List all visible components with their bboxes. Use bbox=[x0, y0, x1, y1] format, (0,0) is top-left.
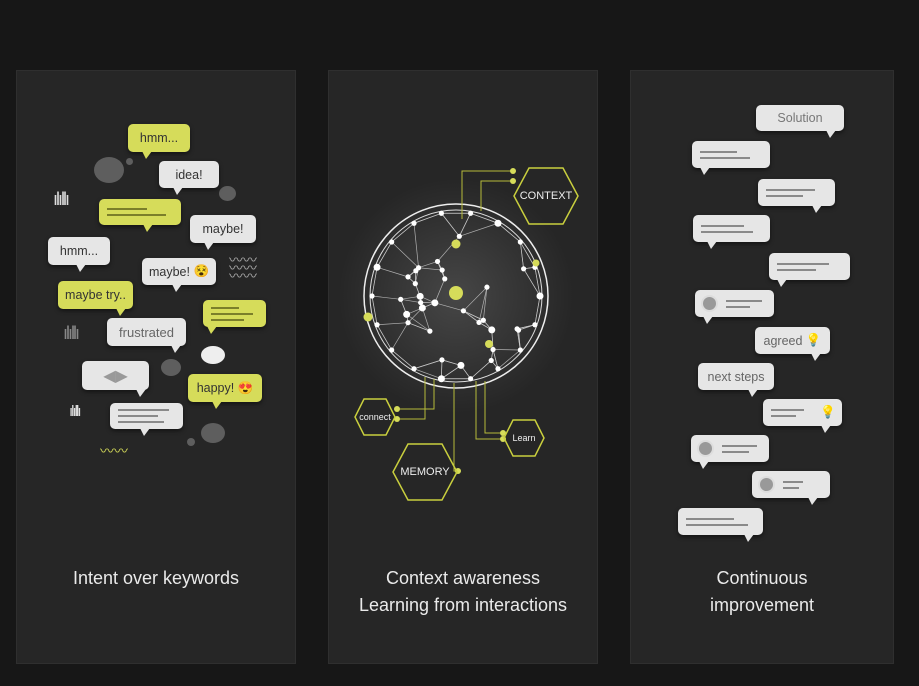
chat-bubble: next steps bbox=[698, 363, 774, 390]
lightbulb-icon: 💡 bbox=[820, 405, 836, 420]
avatar-icon bbox=[758, 476, 775, 493]
bubble-text: next steps bbox=[708, 370, 765, 384]
caption-line: improvement bbox=[631, 592, 893, 619]
chat-bubble bbox=[752, 471, 830, 498]
chat-bubble: agreed 💡 bbox=[755, 327, 830, 354]
bubble-text: agreed bbox=[764, 334, 803, 348]
chat-bubble bbox=[678, 508, 763, 535]
chat-bubble bbox=[758, 179, 835, 206]
avatar-icon bbox=[701, 295, 718, 312]
chat-bubble bbox=[695, 290, 774, 317]
caption-line: Continuous bbox=[631, 565, 893, 592]
chat-bubble bbox=[769, 253, 850, 280]
chat-bubble bbox=[693, 215, 770, 242]
panel-improvement: Solution agreed 💡 next steps 💡 Continuou… bbox=[630, 70, 894, 664]
lightbulb-icon: 💡 bbox=[806, 333, 822, 348]
chat-bubble: Solution bbox=[756, 105, 844, 131]
chat-bubble: 💡 bbox=[763, 399, 842, 426]
avatar-icon bbox=[697, 440, 714, 457]
chat-bubble bbox=[692, 141, 770, 168]
chat-bubble bbox=[691, 435, 769, 462]
bubble-text: Solution bbox=[777, 111, 822, 125]
